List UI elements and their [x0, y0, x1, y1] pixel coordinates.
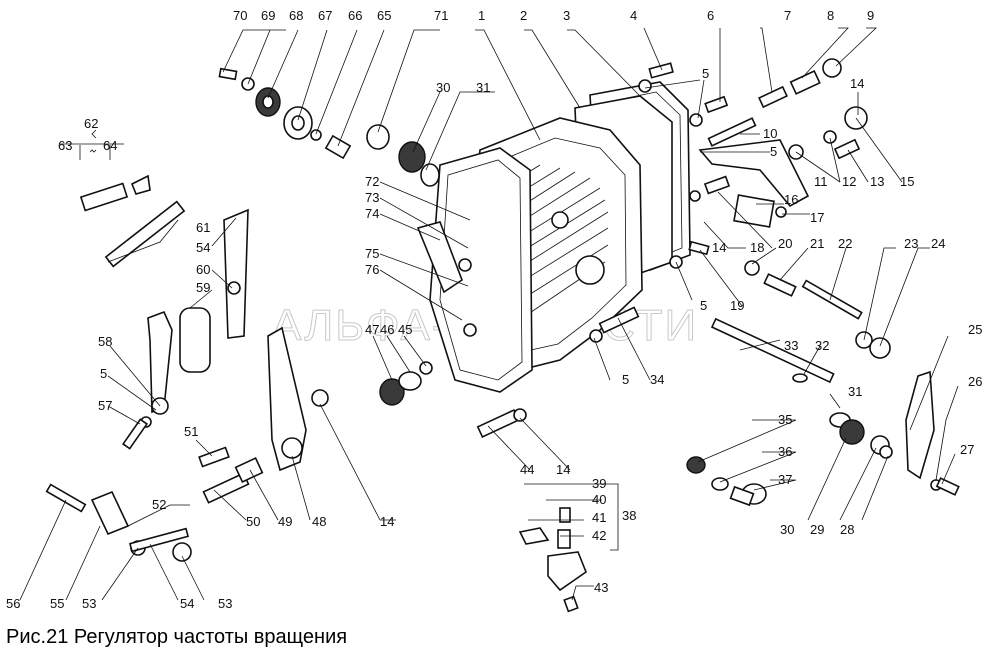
callout-23: 23 [904, 236, 918, 251]
callout-5-left: 5 [100, 366, 107, 381]
callout-2: 2 [520, 8, 527, 23]
callout-13: 13 [870, 174, 884, 189]
callout-31-top: 31 [476, 80, 490, 95]
callout-36: 36 [778, 444, 792, 459]
callout-20: 20 [778, 236, 792, 251]
top-small-parts [218, 67, 440, 187]
callout-73: 73 [365, 190, 379, 205]
callout-44: 44 [520, 462, 534, 477]
callout-46: 46 [380, 322, 394, 337]
callout-55: 55 [50, 596, 64, 611]
callout-40: 40 [592, 492, 606, 507]
callout-62: 62 [84, 116, 98, 131]
callout-7: 7 [784, 8, 791, 23]
callout-41: 41 [592, 510, 606, 525]
callout-51: 51 [184, 424, 198, 439]
callout-24: 24 [931, 236, 945, 251]
callout-6: 6 [707, 8, 714, 23]
callout-9: 9 [867, 8, 874, 23]
callout-37: 37 [778, 472, 792, 487]
callout-75: 75 [365, 246, 379, 261]
callout-5-mid-right: 5 [700, 298, 707, 313]
callout-63: 63 [58, 138, 72, 153]
callout-15: 15 [900, 174, 914, 189]
callout-29: 29 [810, 522, 824, 537]
callout-32: 32 [815, 338, 829, 353]
callout-53-right: 53 [218, 596, 232, 611]
callout-22: 22 [838, 236, 852, 251]
callout-67: 67 [318, 8, 332, 23]
callout-71: 71 [434, 8, 448, 23]
callout-70: 70 [233, 8, 247, 23]
callout-19: 19 [730, 298, 744, 313]
callout-47: 47 [365, 322, 379, 337]
callout-76: 76 [365, 262, 379, 277]
callout-61: 61 [196, 220, 210, 235]
callout-35: 35 [778, 412, 792, 427]
callout-54-left: 54 [196, 240, 210, 255]
top-right-small-parts [638, 58, 868, 228]
callout-4: 4 [630, 8, 637, 23]
callout-64: 64 [103, 138, 117, 153]
right-side-parts [669, 240, 960, 507]
callout-12: 12 [842, 174, 856, 189]
callout-68: 68 [289, 8, 303, 23]
callout-14-bottom: 14 [380, 514, 394, 529]
callout-26: 26 [968, 374, 982, 389]
callout-43: 43 [594, 580, 608, 595]
callout-14-center: 14 [556, 462, 570, 477]
callout-58: 58 [98, 334, 112, 349]
callout-42: 42 [592, 528, 606, 543]
callout-66: 66 [348, 8, 362, 23]
callout-34: 34 [650, 372, 664, 387]
callout-30-bottom: 30 [780, 522, 794, 537]
callout-59: 59 [196, 280, 210, 295]
callout-11: 11 [814, 174, 828, 189]
callout-72: 72 [365, 174, 379, 189]
callout-38: 38 [622, 508, 636, 523]
callout-18: 18 [750, 240, 764, 255]
bottom-left-parts [45, 326, 329, 562]
callout-17: 17 [810, 210, 824, 225]
callout-14-top: 14 [850, 76, 864, 91]
callout-48: 48 [312, 514, 326, 529]
leader-lines [19, 27, 959, 601]
callout-65: 65 [377, 8, 391, 23]
callout-53-left: 53 [82, 596, 96, 611]
callout-5-center: 5 [622, 372, 629, 387]
regulator-housing [416, 81, 691, 393]
callout-60: 60 [196, 262, 210, 277]
figure-caption: Рис.21 Регулятор частоты вращения [6, 626, 348, 648]
callout-5-upper-right: 5 [770, 144, 777, 159]
callout-28: 28 [840, 522, 854, 537]
callout-50: 50 [246, 514, 260, 529]
callout-39: 39 [592, 476, 606, 491]
callout-31-right: 31 [848, 384, 862, 399]
callout-25: 25 [968, 322, 982, 337]
callout-33: 33 [784, 338, 798, 353]
callout-30-top: 30 [436, 80, 450, 95]
callout-45: 45 [398, 322, 412, 337]
callout-10: 10 [763, 126, 777, 141]
callout-3: 3 [563, 8, 570, 23]
callout-49: 49 [278, 514, 292, 529]
callout-74: 74 [365, 206, 379, 221]
callout-8: 8 [827, 8, 834, 23]
callout-5-top: 5 [702, 66, 709, 81]
callout-14-right: 14 [712, 240, 726, 255]
callout-52: 52 [152, 497, 166, 512]
callout-1: 1 [478, 8, 485, 23]
callout-27: 27 [960, 442, 974, 457]
center-lower-parts [379, 306, 640, 613]
callout-57: 57 [98, 398, 112, 413]
callout-16: 16 [784, 192, 798, 207]
callout-21: 21 [810, 236, 824, 251]
callout-labels: 70 69 68 67 66 65 71 1 2 3 4 6 7 8 9 5 3… [6, 8, 982, 611]
callout-54-bottom: 54 [180, 596, 194, 611]
callout-56: 56 [6, 596, 20, 611]
callout-69: 69 [261, 8, 275, 23]
